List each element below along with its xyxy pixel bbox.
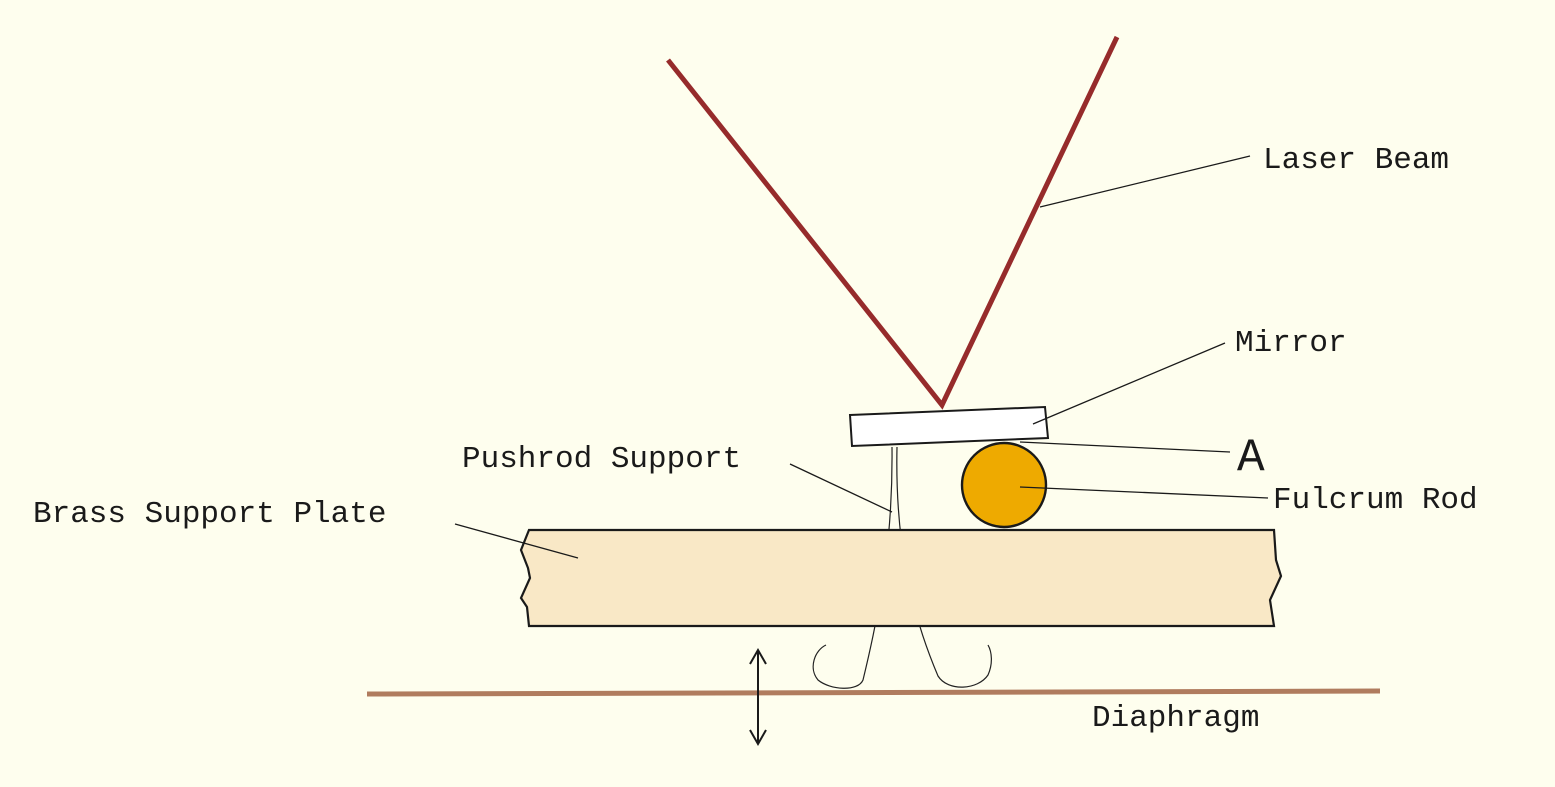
brass-support-plate: [519, 528, 1283, 628]
label-pushrod-support: Pushrod Support: [462, 442, 741, 477]
leader-point-a: [1019, 441, 1231, 453]
label-diaphragm: Diaphragm: [1092, 701, 1259, 736]
leader-fulcrum-rod: [1019, 486, 1269, 499]
label-mirror: Mirror: [1235, 326, 1347, 361]
leader-laser-beam: [1039, 155, 1251, 208]
label-fulcrum-rod: Fulcrum Rod: [1273, 483, 1478, 518]
double-headed-vertical-arrow-icon: [749, 647, 767, 747]
laser-beam: [666, 35, 1120, 410]
leader-brass-support-plate: [454, 523, 579, 559]
fulcrum-rod: [960, 441, 1048, 529]
diaphragm-line: [366, 688, 1381, 697]
label-brass-support-plate: Brass Support Plate: [33, 497, 386, 532]
label-laser-beam: Laser Beam: [1263, 143, 1449, 178]
leader-mirror: [1032, 342, 1226, 425]
label-point-a: A: [1237, 432, 1265, 484]
leader-pushrod-support: [789, 463, 893, 513]
mirror: [848, 405, 1050, 448]
